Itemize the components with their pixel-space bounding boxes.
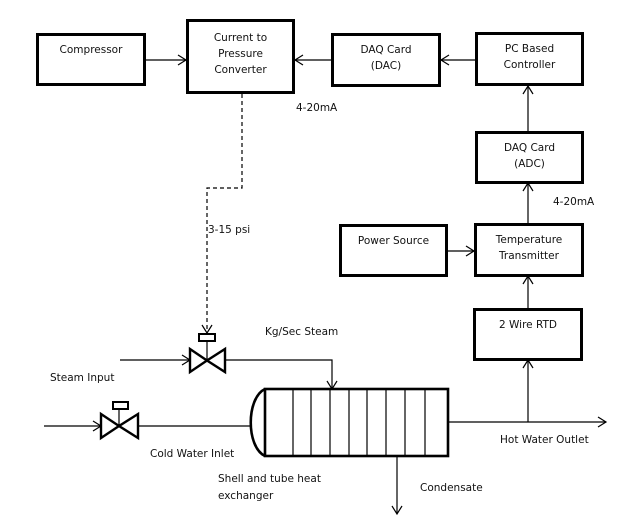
- compressor-block: Compressor: [36, 33, 146, 86]
- daq-card-adc-block: DAQ Card (ADC): [475, 131, 584, 184]
- steam-input-label: Steam Input: [50, 372, 115, 384]
- block-label-line2: Pressure: [218, 48, 263, 60]
- signal-label-4-20ma-right: 4-20mA: [553, 196, 595, 208]
- heat-exchanger-label-line1: Shell and tube heat: [218, 473, 321, 485]
- pc-based-controller-block: PC Based Controller: [475, 32, 584, 86]
- block-label: Power Source: [357, 235, 430, 247]
- block-label-line1: Temperature: [495, 234, 563, 246]
- block-label-line2: Controller: [503, 59, 556, 71]
- steam-control-valve: [188, 333, 227, 375]
- steam-flow-label: Kg/Sec Steam: [265, 326, 339, 338]
- block-label-line2: Transmitter: [499, 250, 559, 262]
- arrowhead: [597, 416, 608, 428]
- signal-label-3-15psi: 3-15 psi: [208, 224, 251, 236]
- block-label-line1: DAQ Card: [503, 142, 556, 154]
- rtd-sensor-block: 2 Wire RTD: [473, 308, 583, 361]
- cold-water-valve: [99, 401, 140, 441]
- signal-label-4-20ma-top: 4-20mA: [296, 102, 338, 114]
- daq-card-dac-block: DAQ Card (DAC): [331, 33, 441, 87]
- current-to-pressure-converter-block: Current to Pressure Converter: [186, 19, 295, 94]
- heat-exchanger-label-line2: exchanger: [218, 490, 274, 502]
- pneumatic-signal-line: [206, 94, 243, 333]
- steam-to-exchanger-line: [225, 359, 333, 389]
- block-label: 2 Wire RTD: [498, 319, 557, 331]
- temperature-transmitter-block: Temperature Transmitter: [474, 223, 584, 277]
- condensate-label: Condensate: [420, 482, 483, 494]
- cold-water-inlet-label: Cold Water Inlet: [150, 448, 235, 460]
- arrowhead: [391, 505, 403, 516]
- arrowhead: [293, 54, 304, 66]
- hot-water-outlet-label: Hot Water Outlet: [500, 434, 589, 446]
- arrowhead: [522, 84, 534, 95]
- block-label-line1: Current to: [213, 32, 268, 44]
- block-label-line1: PC Based: [504, 43, 555, 55]
- exchanger-tubes: [292, 389, 426, 456]
- block-label: Compressor: [59, 44, 123, 56]
- block-label-line3: Converter: [214, 64, 267, 76]
- block-label-line1: DAQ Card: [360, 44, 412, 56]
- block-label-line2: (DAC): [370, 60, 402, 72]
- arrowhead: [439, 54, 450, 66]
- power-source-block: Power Source: [339, 224, 448, 277]
- heat-exchanger-shell: [249, 387, 450, 458]
- block-label-line2: (ADC): [514, 158, 545, 170]
